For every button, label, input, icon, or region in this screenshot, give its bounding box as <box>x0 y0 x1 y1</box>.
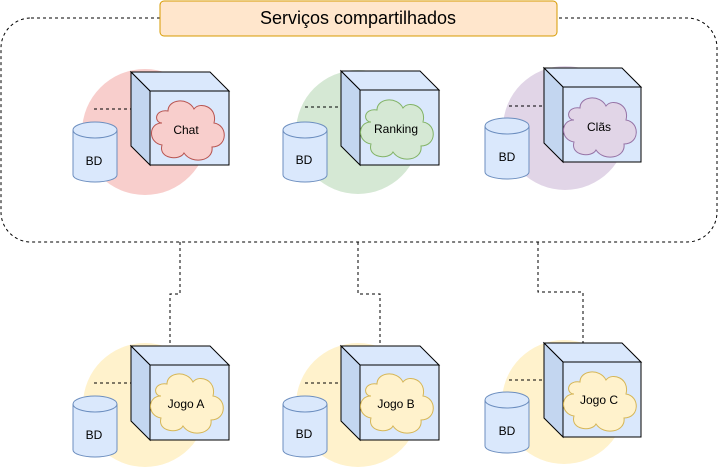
game-name: Jogo B <box>377 397 414 411</box>
service-chat: Chat BD <box>72 69 231 195</box>
title-box: Serviços compartilhados <box>159 0 558 37</box>
database-label: BD <box>86 154 103 168</box>
service-name: Clãs <box>587 120 611 134</box>
service-clas: Clãs BD <box>484 66 643 190</box>
connector-game-b <box>357 242 381 346</box>
database-label: BD <box>499 424 516 438</box>
title-text: Serviços compartilhados <box>260 8 456 28</box>
connector-game-a <box>169 242 181 346</box>
database-icon <box>72 121 118 183</box>
database-icon <box>72 395 118 458</box>
service-name: Chat <box>173 123 199 137</box>
game-a: Jogo A BD <box>72 343 231 467</box>
database-icon <box>282 121 328 183</box>
shared-services-container <box>0 17 718 243</box>
service-ranking: Ranking BD <box>282 69 441 194</box>
game-name: Jogo A <box>168 397 205 411</box>
database-icon <box>282 395 328 458</box>
game-b: Jogo B BD <box>282 343 441 467</box>
database-label: BD <box>86 428 103 442</box>
game-name: Jogo C <box>580 393 618 407</box>
connectors <box>169 242 584 346</box>
game-c: Jogo C BD <box>484 340 643 464</box>
database-label: BD <box>296 427 313 441</box>
database-label: BD <box>499 150 516 164</box>
database-icon <box>484 391 530 454</box>
database-icon <box>484 117 530 180</box>
connector-game-c <box>537 242 584 343</box>
database-label: BD <box>296 153 313 167</box>
service-name: Ranking <box>374 122 418 136</box>
